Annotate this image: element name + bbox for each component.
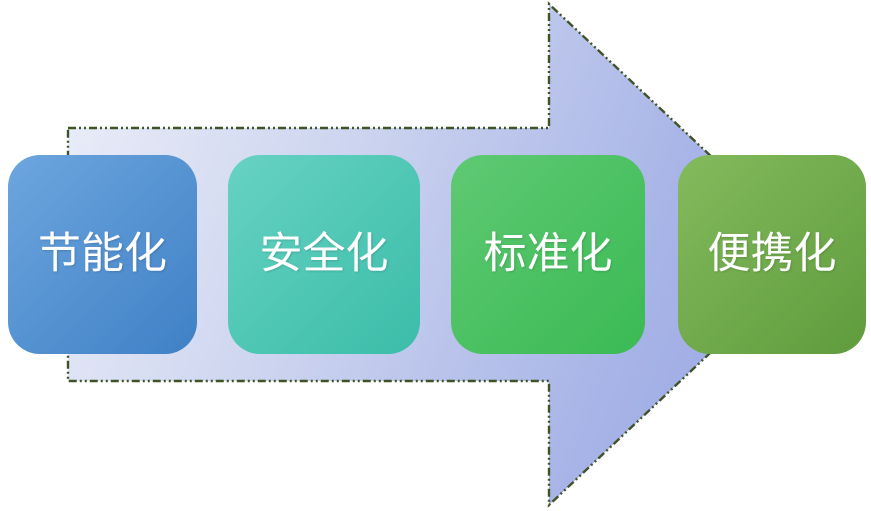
step-label-3: 标准化: [483, 230, 613, 278]
step-box-1: 节能化: [8, 155, 197, 354]
right-arrow-shape: [66, 1, 817, 508]
step-label-1: 节能化: [38, 230, 167, 278]
step-label-4: 便携化: [707, 230, 837, 278]
step-label-2: 安全化: [259, 230, 389, 278]
step-box-3: 标准化: [451, 155, 645, 354]
step-box-2: 安全化: [228, 155, 420, 354]
step-box-4: 便携化: [678, 155, 866, 354]
